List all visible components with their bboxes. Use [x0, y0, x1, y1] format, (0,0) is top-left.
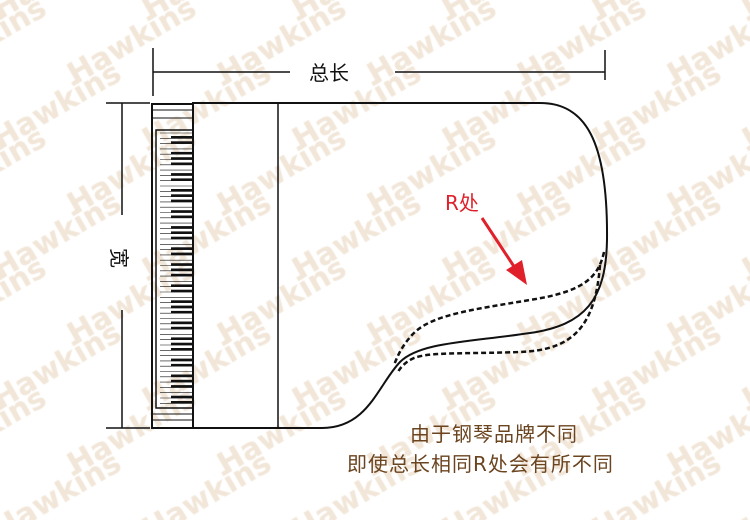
black-key [171, 178, 193, 181]
black-key [171, 263, 193, 266]
piano-body-outline [192, 102, 609, 429]
black-key [171, 236, 193, 240]
black-key [171, 342, 193, 346]
black-keys [160, 132, 193, 404]
black-key [171, 289, 193, 293]
black-key [171, 348, 193, 351]
r-point-label: R处 [445, 191, 479, 215]
r-curve-alt-lower [396, 264, 602, 373]
r-curve-alt-upper [392, 251, 606, 366]
black-key [171, 268, 193, 272]
black-key [171, 199, 193, 203]
black-key [171, 162, 193, 166]
black-key [171, 247, 193, 250]
note-line-1: 由于钢琴品牌不同 [410, 422, 578, 446]
black-key [171, 215, 193, 219]
black-key [171, 173, 193, 176]
black-key [171, 300, 193, 303]
black-key [171, 151, 193, 155]
black-key [171, 305, 193, 309]
black-key [171, 210, 193, 213]
r-arrow-shaft [480, 217, 517, 269]
black-key [171, 374, 193, 378]
black-key [171, 284, 193, 287]
length-dimension [152, 48, 606, 96]
black-key [171, 321, 193, 325]
width-label: 宽 [107, 248, 131, 268]
black-key [171, 379, 193, 383]
r-arrow-head-icon [506, 260, 527, 285]
black-key [171, 358, 193, 362]
note-line-2: 即使总长相同R处会有所不同 [347, 452, 614, 476]
black-key [171, 231, 193, 234]
black-key [171, 252, 193, 256]
black-key [171, 363, 193, 367]
black-key [171, 141, 193, 144]
black-key [171, 273, 193, 277]
black-key [171, 395, 193, 399]
black-key [171, 385, 193, 388]
black-key [171, 194, 193, 197]
black-key [171, 189, 193, 192]
black-key [171, 136, 193, 139]
width-dimension [106, 102, 150, 429]
black-key [171, 326, 193, 330]
black-key [171, 310, 193, 314]
total-length-label: 总长 [309, 61, 349, 85]
black-key [171, 226, 193, 229]
black-key [171, 337, 193, 340]
black-key [171, 401, 193, 404]
black-key [171, 157, 193, 160]
keyboard [151, 103, 194, 429]
